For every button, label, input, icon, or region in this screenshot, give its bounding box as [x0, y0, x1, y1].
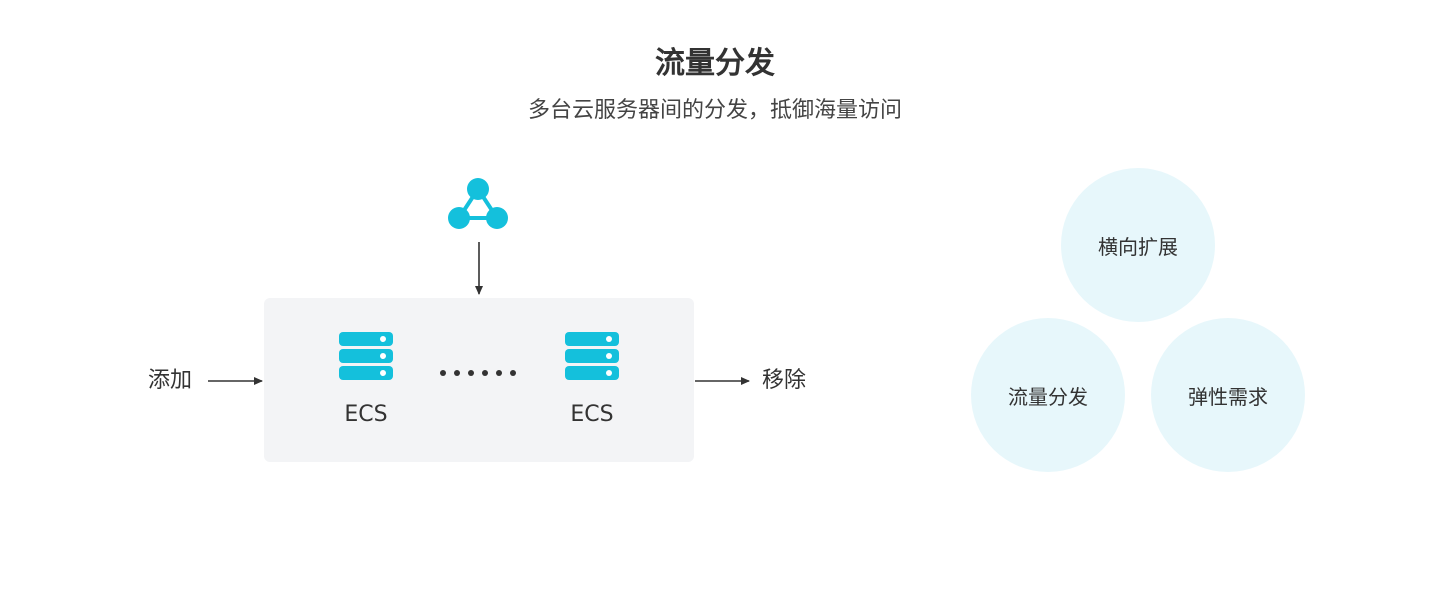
remove-label: 移除 [762, 368, 807, 393]
ecs-group [264, 298, 694, 462]
ecs-label: ECS [344, 402, 388, 427]
load-balancer-icon [448, 178, 508, 229]
ecs-label: ECS [570, 402, 614, 427]
feature-circle-elastic-demand: 弹性需求 [1151, 318, 1305, 472]
feature-label: 弹性需求 [1188, 384, 1268, 409]
add-label: 添加 [148, 368, 193, 393]
ellipsis-dots [440, 370, 516, 378]
page-subtitle: 多台云服务器间的分发，抵御海量访问 [527, 98, 902, 123]
server-icon [339, 332, 393, 383]
feature-circle-horizontal-scaling: 横向扩展 [1061, 168, 1215, 322]
feature-circle-traffic-distribution: 流量分发 [971, 318, 1125, 472]
feature-label: 流量分发 [1008, 384, 1088, 409]
page-title: 流量分发 [655, 46, 775, 81]
server-icon [565, 332, 619, 383]
feature-label: 横向扩展 [1098, 234, 1178, 259]
